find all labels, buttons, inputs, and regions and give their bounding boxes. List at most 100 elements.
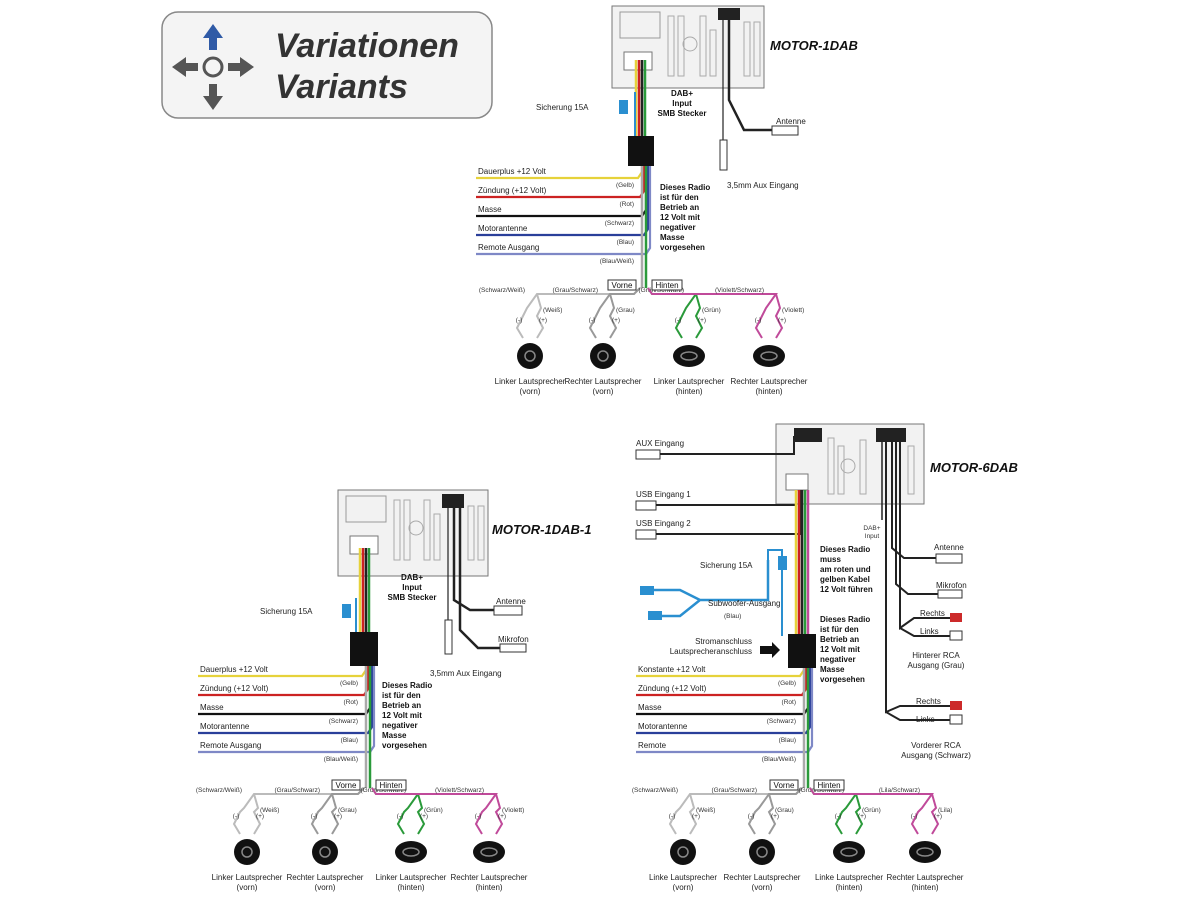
dab-label-3: SMB Stecker [658, 109, 707, 118]
power-wire-color-label: (Blau/Weiß) [762, 756, 796, 763]
rear-group-box [813, 779, 845, 791]
speaker-wire-neg [310, 787, 365, 835]
power-wire-color-label: (Rot) [344, 699, 358, 706]
power-wire-label: Zündung (+12 Volt) [200, 684, 269, 693]
speaker-pos-color: (Violett) [502, 807, 524, 814]
speaker-wire-pos [252, 793, 262, 835]
speaker-cone-icon [597, 350, 609, 362]
front-group-box [607, 279, 637, 291]
note-text: negativer [660, 223, 696, 232]
speaker-label: Linker Lautsprecher [212, 873, 283, 882]
header-title-en: Variants [275, 68, 408, 106]
fuse-icon [619, 100, 628, 114]
speaker-position: (vorn) [752, 883, 773, 892]
usb-1-label: USB Eingang 1 [636, 490, 691, 499]
power-wire [636, 668, 814, 754]
dab-label-1: DAB+ [401, 573, 423, 582]
power-wire-color-label: (Blau/Weiß) [324, 756, 358, 763]
power-speaker-connector [788, 634, 816, 668]
plus-sign: (+) [778, 317, 786, 324]
wire-harness-connector [350, 632, 378, 666]
power-wire-label: Masse [200, 703, 224, 712]
speaker-label: Linker Lautsprecher [495, 377, 566, 386]
model-name: MOTOR-1DAB-1 [492, 522, 591, 537]
subwoofer-label: Subwoofer-Ausgang [708, 599, 781, 608]
minus-sign: (-) [475, 813, 482, 820]
plus-sign: (+) [498, 813, 506, 820]
note-text: Dieses Radio [820, 615, 870, 624]
rear-group-box [375, 779, 407, 791]
speaker-wire-neg [809, 787, 934, 835]
note-text: 12 Volt mit [382, 711, 422, 720]
d3-generated-parts: Konstante +12 Volt(Gelb)Zündung (+12 Vol… [632, 545, 964, 892]
fuse-label: Sicherung 15A [536, 103, 589, 112]
dab-label-3: SMB Stecker [388, 593, 437, 602]
rca-front-label-1: Vorderer RCA [911, 741, 961, 750]
aux-input-label: AUX Eingang [636, 439, 684, 448]
note-text: Dieses Radio [382, 681, 432, 690]
speaker-pos-color: (Grün) [424, 807, 443, 814]
rca-front-right: Rechts [916, 697, 941, 706]
plus-sign: (+) [256, 813, 264, 820]
speaker-label: Rechter Lautsprecher [731, 377, 808, 386]
note-text: 12 Volt mit [820, 645, 860, 654]
antenna-connector-icon [771, 125, 799, 136]
note-text: Dieses Radio [820, 545, 870, 554]
speaker-front-icon [312, 839, 338, 865]
arrow-right-icon [760, 642, 780, 658]
note-text: gelben Kabel [820, 575, 870, 584]
plus-sign: (+) [692, 813, 700, 820]
power-wire-label: Dauerplus +12 Volt [478, 167, 547, 176]
aux-jack-icon [444, 619, 453, 655]
speaker-neg-color: (Grau/Schwarz) [552, 287, 598, 294]
minus-sign: (-) [516, 317, 523, 324]
speaker-wire-neg [647, 287, 698, 339]
speaker-cone-icon [760, 351, 778, 361]
fuse-label: Sicherung 15A [700, 561, 753, 570]
speaker-wire-pos [330, 793, 340, 835]
note-text: Betrieb an [382, 701, 421, 710]
plus-sign: (+) [420, 813, 428, 820]
minus-sign: (-) [589, 317, 596, 324]
speaker-wire-neg [588, 287, 641, 339]
power-wire [198, 666, 376, 754]
microphone-label: Mikrofon [498, 635, 529, 644]
variants-header: Variationen Variants [161, 11, 493, 119]
diagram-motor-1dab-1: Sicherung 15A DAB+ Input SMB Stecker Ant… [260, 489, 591, 678]
speaker-position: (hinten) [475, 883, 502, 892]
power-wire-label: Masse [478, 205, 502, 214]
model-name: MOTOR-1DAB [770, 38, 858, 53]
speaker-position: (hinten) [675, 387, 702, 396]
rear-group-label: Hinten [817, 781, 840, 790]
speaker-label: Rechter Lautsprecher [451, 873, 528, 882]
speaker-front-icon [749, 839, 775, 865]
plus-sign: (+) [771, 813, 779, 820]
rca-rear-label-2: Ausgang (Grau) [908, 661, 965, 670]
fuse-label: Sicherung 15A [260, 607, 313, 616]
speaker-wire-pos [694, 293, 704, 339]
speaker-position: (vorn) [593, 387, 614, 396]
rca-front-label-2: Ausgang (Schwarz) [901, 751, 971, 760]
note-text: Betrieb an [660, 203, 699, 212]
plus-sign: (+) [858, 813, 866, 820]
minus-sign: (-) [748, 813, 755, 820]
speaker-pos-color: (Violett) [782, 307, 804, 314]
power-wire-label: Zündung (+12 Volt) [478, 186, 547, 195]
power-wire-label: Zündung (+12 Volt) [638, 684, 707, 693]
note-text: vorgesehen [382, 741, 427, 750]
speaker-neg-color: (Grau/Schwarz) [711, 787, 757, 794]
speaker-cone-icon [840, 847, 858, 857]
note-text: 12 Volt mit [660, 213, 700, 222]
dab-label-2: Input [865, 533, 880, 540]
speaker-pos-color: (Weiß) [696, 807, 715, 814]
speaker-neg-color: (Schwarz/Weiß) [196, 787, 242, 794]
rear-group-label: Hinten [379, 781, 402, 790]
speaker-position: (vorn) [315, 883, 336, 892]
speaker-rear-icon [909, 841, 941, 863]
speaker-wire-neg [647, 287, 778, 339]
speaker-position: (hinten) [397, 883, 424, 892]
front-group-label: Vorne [612, 281, 633, 290]
d1-generated-parts: Dauerplus +12 Volt(Gelb)Zündung (+12 Vol… [476, 166, 808, 396]
speaker-neg-color: (Violett/Schwarz) [435, 787, 484, 794]
power-wire-color-label: (Gelb) [778, 680, 796, 687]
